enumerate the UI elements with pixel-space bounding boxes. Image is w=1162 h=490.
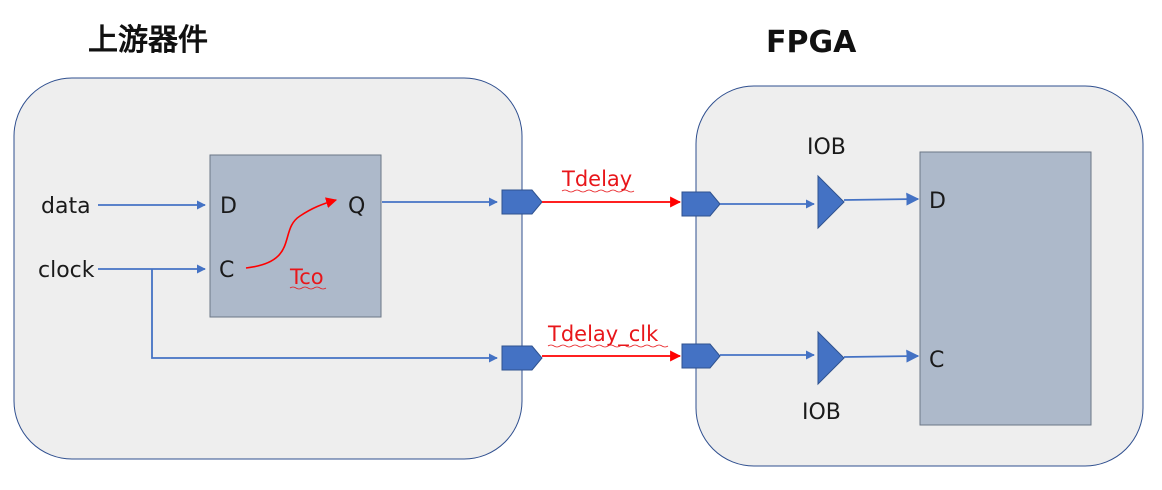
iob-to-d-wire bbox=[843, 192, 920, 206]
flipflop-c-pin: C bbox=[219, 258, 234, 283]
tco-label: Tco bbox=[289, 265, 324, 289]
data-delay-underline bbox=[561, 189, 635, 193]
tco-label-underline bbox=[289, 286, 327, 290]
fpga-title: FPGA bbox=[766, 25, 857, 60]
fpga-d-pin: D bbox=[929, 189, 946, 214]
flipflop-d-pin: D bbox=[220, 194, 237, 219]
fpga-register-block bbox=[919, 151, 1092, 426]
fpga-data-port bbox=[681, 191, 721, 217]
clock-delay-underline bbox=[547, 344, 669, 348]
data-delay-label: Tdelay bbox=[561, 167, 632, 191]
iob-top-label: IOB bbox=[807, 135, 846, 160]
iob-buffer-bottom-icon bbox=[817, 330, 845, 386]
iob-to-c-wire bbox=[843, 349, 920, 363]
clock-delay-label: Tdelay_clk bbox=[547, 322, 659, 347]
clock-branch-wire bbox=[151, 269, 498, 363]
iob-buffer-top-icon bbox=[817, 174, 845, 230]
upstream-clock-port bbox=[501, 345, 543, 371]
upstream-data-port bbox=[501, 189, 543, 215]
fpga-clock-port bbox=[681, 343, 721, 369]
flipflop-q-pin: Q bbox=[348, 194, 365, 219]
fpga-c-pin: C bbox=[929, 348, 944, 373]
tco-curve bbox=[245, 197, 338, 269]
data-input-label: data bbox=[41, 194, 91, 219]
clock-input-label: clock bbox=[38, 258, 95, 283]
iob-bottom-label: IOB bbox=[802, 400, 841, 425]
upstream-title: 上游器件 bbox=[88, 23, 208, 58]
flipflop-block bbox=[209, 154, 382, 318]
